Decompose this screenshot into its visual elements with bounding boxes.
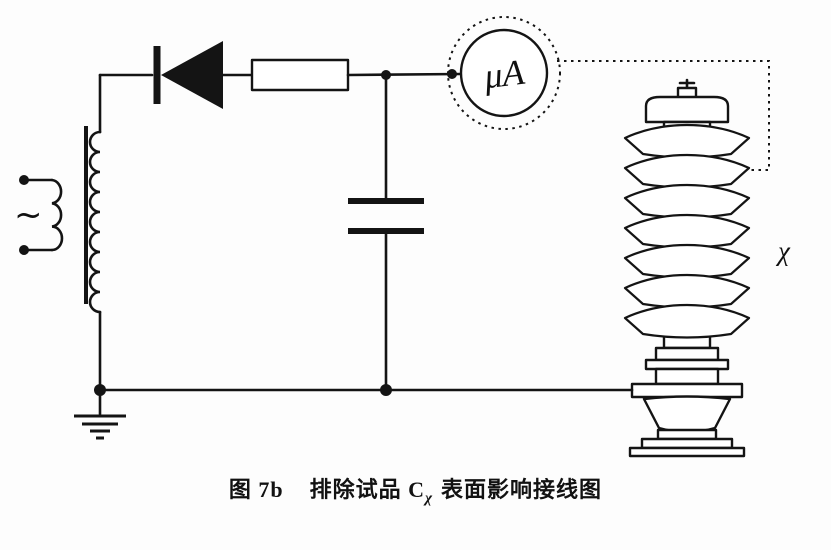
microammeter-label: μA <box>481 52 528 97</box>
junction-dot-capacitor-return <box>380 384 392 396</box>
specimen-mount-flange <box>630 382 744 399</box>
dotted-shield-link <box>557 60 770 171</box>
diode-triangle <box>161 41 223 109</box>
specimen-top-cap <box>644 95 730 124</box>
test-specimen: χ <box>623 78 791 458</box>
insulator-shed <box>623 123 751 159</box>
insulator-shed <box>623 243 751 279</box>
insulator-sheds <box>623 123 751 339</box>
specimen-base-1 <box>656 428 718 441</box>
wire-resistor-to-meter <box>346 72 463 77</box>
ground-symbol <box>74 388 126 440</box>
specimen-flange-2 <box>644 358 730 371</box>
specimen-flange-3 <box>654 367 720 386</box>
figure-number: 图 7b <box>228 477 284 502</box>
filter-capacitor <box>348 73 424 392</box>
resistor <box>250 58 463 92</box>
insulator-shed <box>623 213 751 249</box>
return-wire <box>94 384 634 396</box>
ac-source-symbol: ~ <box>14 195 43 235</box>
caption-text-before: 排除试品 C <box>309 477 426 502</box>
insulator-shed <box>623 153 751 189</box>
junction-dot-meter <box>447 69 457 79</box>
specimen-base-3 <box>628 446 746 458</box>
transformer <box>84 73 102 392</box>
specimen-base-2 <box>640 437 734 450</box>
insulator-shed <box>623 273 751 309</box>
secondary-coil <box>88 130 102 314</box>
insulator-shed <box>623 183 751 219</box>
insulator-shed <box>623 303 751 339</box>
resistor-body <box>250 58 350 92</box>
ac-source: ~ <box>14 175 64 255</box>
microammeter: μA <box>447 16 561 130</box>
primary-coil <box>50 178 64 252</box>
specimen-label: χ <box>775 236 791 266</box>
caption-text-after: 表面影响接线图 <box>441 477 603 502</box>
figure-caption: 图 7b 排除试品 Cχ 表面影响接线图 <box>0 472 831 507</box>
meter-dotted-ring <box>447 16 561 130</box>
specimen-lower-skirt <box>642 395 732 434</box>
specimen-flange-1 <box>654 346 720 362</box>
meter-face <box>459 28 549 118</box>
caption-subscript: χ <box>425 490 434 507</box>
diode <box>98 41 254 109</box>
